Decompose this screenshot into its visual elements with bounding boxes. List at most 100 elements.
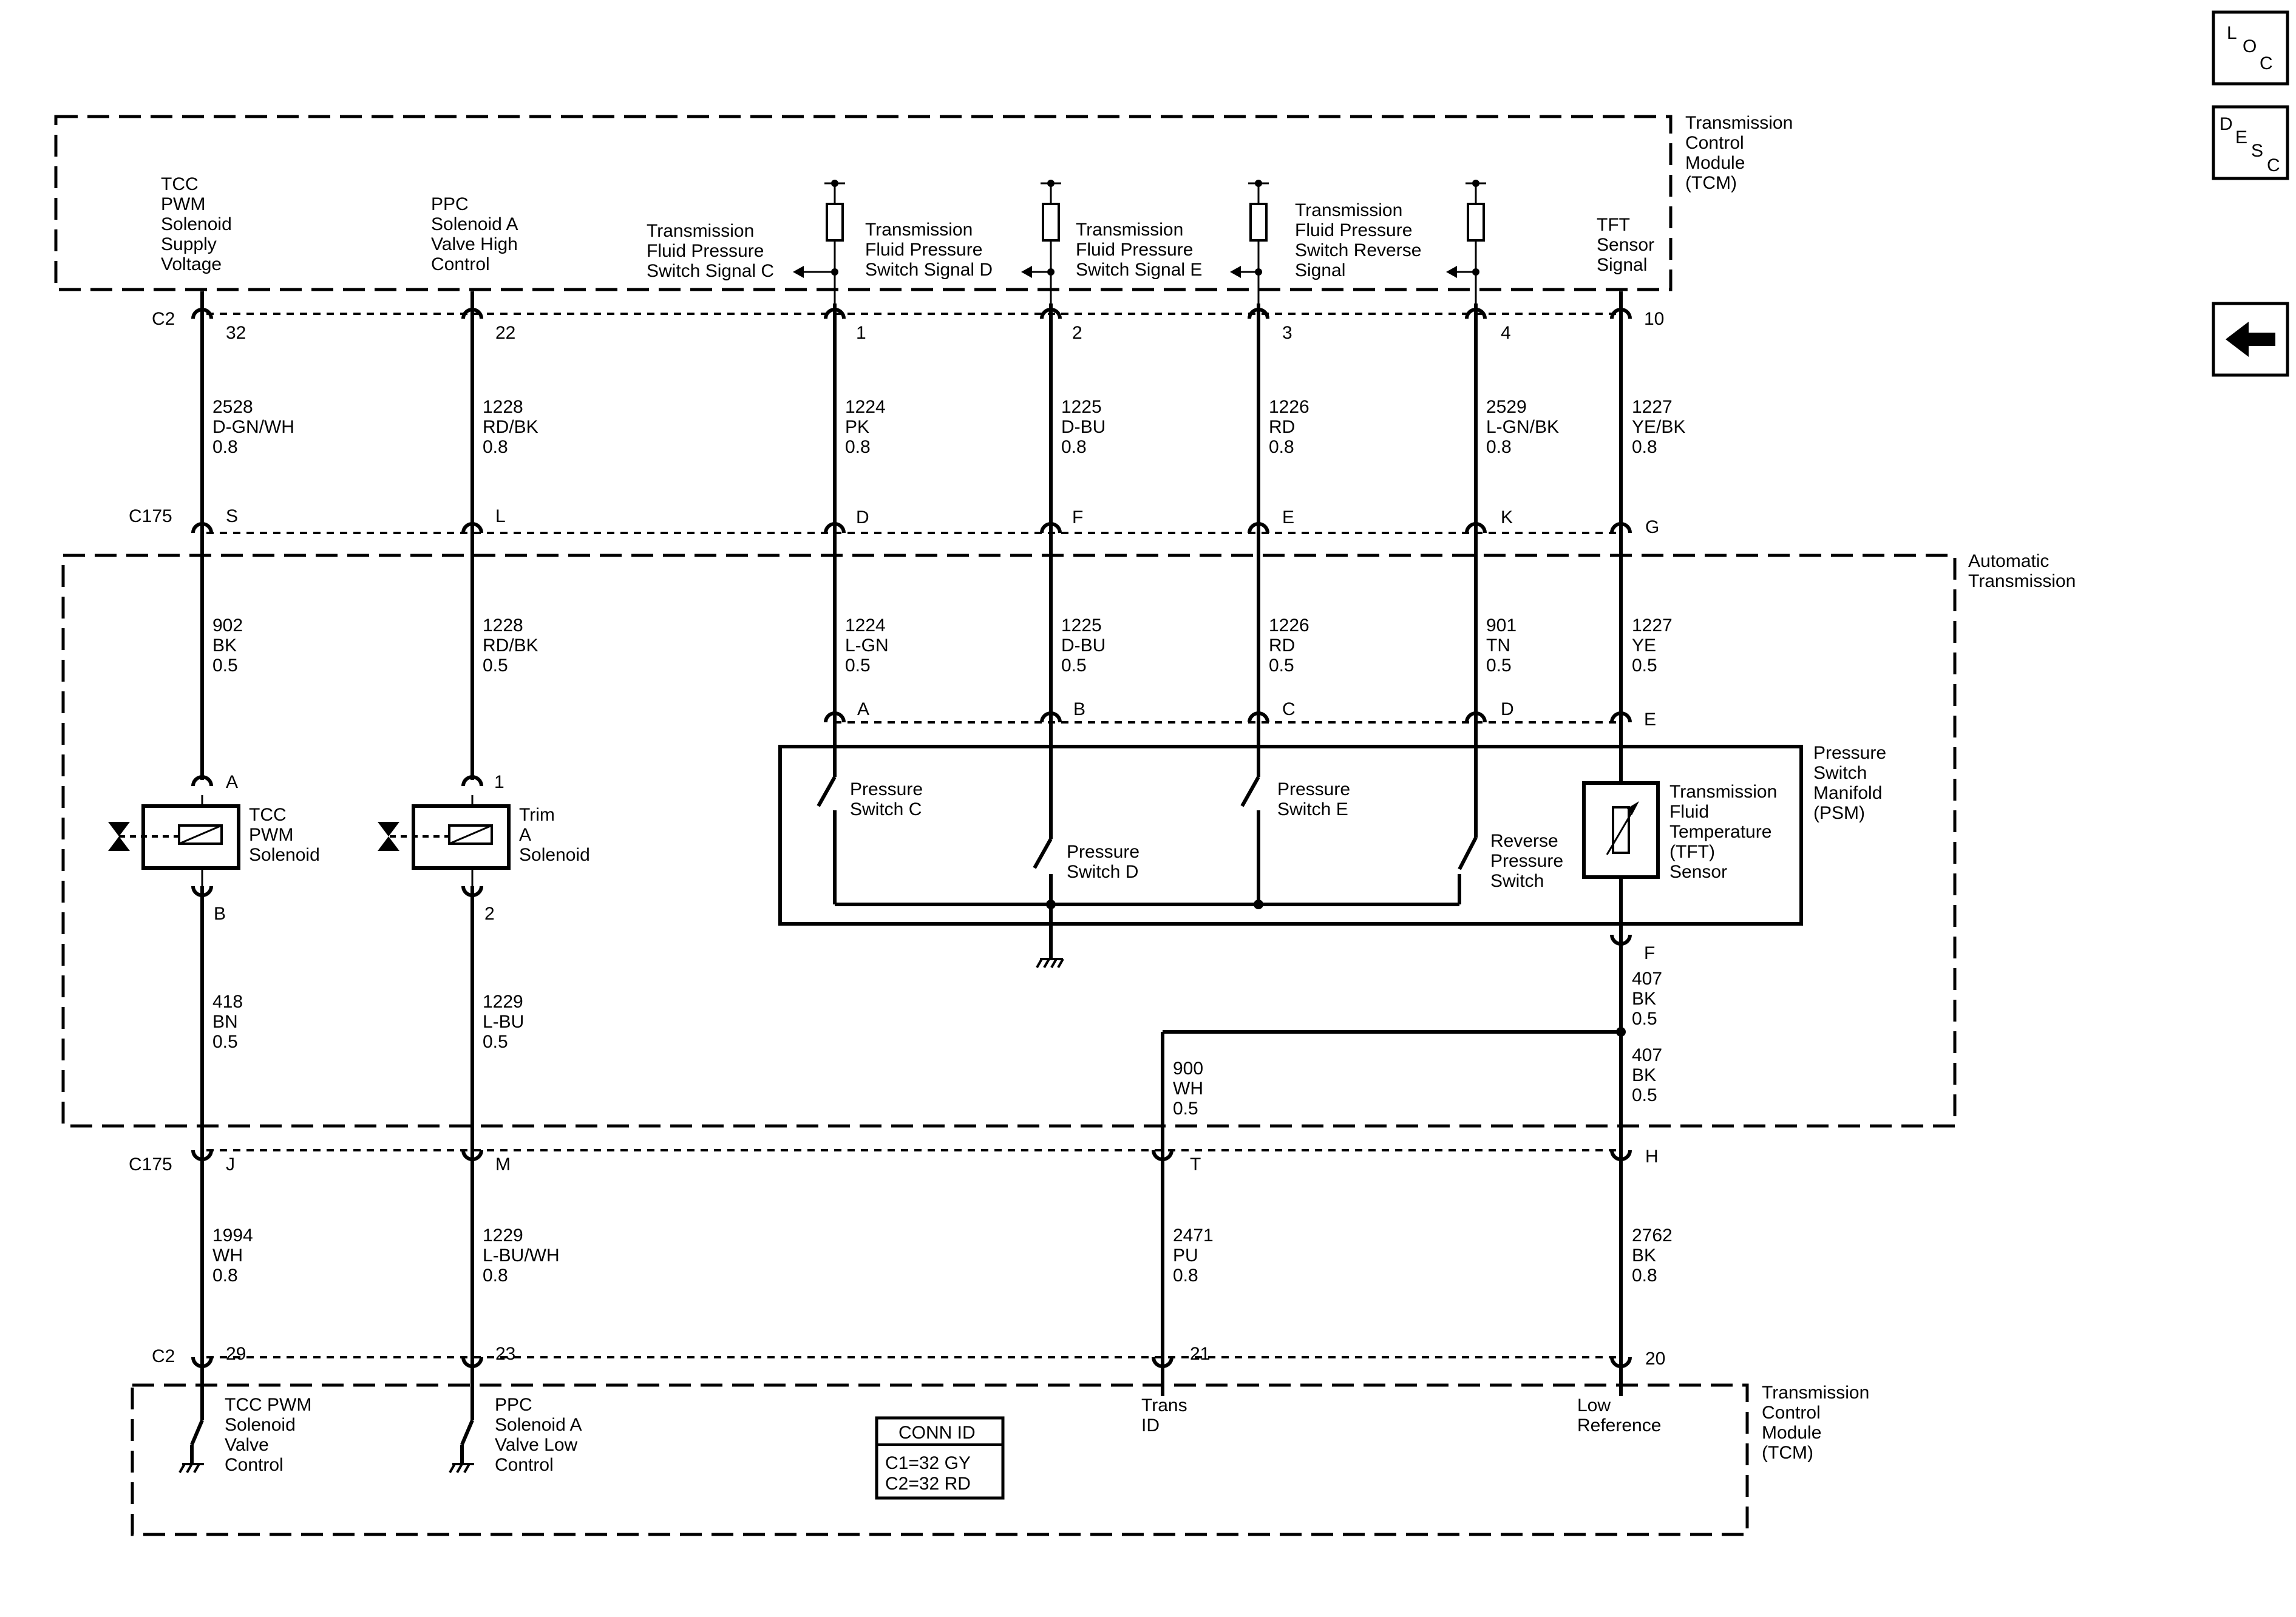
svg-text:BN: BN [212, 1012, 238, 1032]
back-button[interactable] [2212, 302, 2289, 377]
tcc-pwm-solenoid-label: TCC PWM Solenoid [249, 805, 320, 865]
svg-text:0.8: 0.8 [483, 1266, 508, 1286]
pressure-switch-c-signal-label: Transmission Fluid Pressure Switch Signa… [647, 221, 774, 281]
loc-button[interactable]: L O C [2212, 10, 2289, 86]
svg-text:1229: 1229 [483, 992, 523, 1012]
svg-text:29: 29 [226, 1344, 246, 1364]
svg-text:PWM: PWM [161, 194, 205, 214]
svg-text:C1=32 GY: C1=32 GY [885, 1453, 971, 1473]
svg-text:S: S [226, 506, 238, 526]
svg-text:O: O [2243, 36, 2257, 56]
svg-text:Solenoid: Solenoid [225, 1415, 296, 1435]
pressure-switch-d [1033, 747, 1053, 944]
svg-text:4: 4 [1501, 323, 1511, 343]
svg-text:G: G [1645, 517, 1659, 537]
c2-bottom-pins: 29 23 21 20 [226, 1344, 1665, 1369]
svg-text:Solenoid A: Solenoid A [431, 214, 518, 234]
svg-text:D-BU: D-BU [1061, 417, 1106, 437]
tcc-pwm-supply-label: TCC PWM Solenoid Supply Voltage [161, 174, 232, 274]
svg-text:901: 901 [1486, 615, 1517, 636]
svg-text:ID: ID [1141, 1415, 1160, 1436]
svg-text:C2=32 RD: C2=32 RD [885, 1474, 971, 1494]
trim-a-solenoid [378, 795, 511, 886]
svg-text:L-GN/BK: L-GN/BK [1486, 417, 1559, 437]
svg-text:1227: 1227 [1632, 615, 1673, 636]
svg-text:Solenoid A: Solenoid A [495, 1415, 582, 1435]
svg-text:Signal: Signal [1597, 255, 1647, 275]
ppc-low-side-driver [449, 1396, 474, 1473]
svg-text:T: T [1190, 1154, 1201, 1175]
c2-top-pins: 32 22 1 2 3 4 10 [226, 309, 1664, 343]
svg-text:0.5: 0.5 [1173, 1099, 1198, 1119]
svg-text:0.5: 0.5 [1269, 656, 1294, 676]
svg-text:RD: RD [1269, 417, 1295, 437]
svg-text:L: L [495, 506, 506, 526]
svg-text:TN: TN [1486, 636, 1510, 656]
tcm-bottom-signal-labels: TCC PWM Solenoid Valve Control PPC Solen… [225, 1395, 1661, 1475]
svg-text:Switch Signal C: Switch Signal C [647, 261, 774, 281]
svg-text:Control: Control [495, 1455, 554, 1475]
c2-bottom-connector: C2 [152, 1346, 175, 1366]
svg-text:0.8: 0.8 [483, 437, 508, 457]
tcm-top-label: Transmission Control Module (TCM) [1685, 113, 1793, 193]
svg-text:1224: 1224 [845, 615, 886, 636]
tcc-pwm-low-side-driver [178, 1396, 204, 1473]
svg-text:Fluid Pressure: Fluid Pressure [1295, 220, 1412, 240]
svg-text:K: K [1501, 507, 1513, 527]
svg-text:Automatic: Automatic [1968, 551, 2049, 571]
svg-text:E: E [1644, 710, 1656, 730]
svg-text:(PSM): (PSM) [1813, 803, 1865, 823]
svg-text:PPC: PPC [495, 1395, 532, 1415]
desc-button[interactable]: D E S C [2212, 105, 2289, 180]
svg-text:Sensor: Sensor [1597, 235, 1654, 255]
svg-text:22: 22 [495, 323, 515, 343]
pressure-switch-e-signal-label: Transmission Fluid Pressure Switch Signa… [1076, 220, 1202, 280]
svg-text:Switch Signal D: Switch Signal D [865, 260, 993, 280]
svg-text:Reverse: Reverse [1490, 831, 1558, 851]
svg-text:Transmission: Transmission [1076, 220, 1183, 240]
svg-text:Switch Reverse: Switch Reverse [1295, 240, 1421, 260]
svg-text:407: 407 [1632, 1045, 1662, 1065]
svg-text:Fluid Pressure: Fluid Pressure [865, 240, 982, 260]
svg-text:0.5: 0.5 [845, 656, 871, 676]
tft-sensor-label: Transmission Fluid Temperature (TFT) Sen… [1669, 782, 1777, 882]
svg-text:F: F [1644, 943, 1655, 963]
svg-text:Module: Module [1685, 153, 1745, 173]
svg-text:21: 21 [1190, 1344, 1210, 1364]
svg-text:1224: 1224 [845, 397, 886, 417]
svg-text:BK: BK [1632, 1065, 1656, 1085]
svg-text:Transmission: Transmission [1669, 782, 1777, 802]
svg-text:Valve: Valve [225, 1435, 269, 1455]
svg-text:C: C [2267, 155, 2280, 175]
svg-text:L-BU: L-BU [483, 1012, 524, 1032]
svg-text:Pressure: Pressure [1490, 851, 1563, 871]
svg-text:Temperature: Temperature [1669, 822, 1771, 842]
tcm-bottom-label: Transmission Control Module (TCM) [1762, 1383, 1869, 1463]
svg-text:1228: 1228 [483, 397, 523, 417]
svg-text:C: C [2260, 53, 2273, 73]
svg-text:F: F [1072, 507, 1083, 527]
svg-text:32: 32 [226, 323, 246, 343]
solenoid-pins: A B 1 2 [214, 772, 504, 924]
svg-text:Pressure: Pressure [1067, 842, 1140, 862]
svg-text:0.5: 0.5 [1632, 1009, 1657, 1029]
pullup-resistor-reverse [1446, 180, 1486, 303]
svg-text:0.5: 0.5 [212, 1032, 238, 1052]
svg-text:D: D [2220, 114, 2233, 134]
svg-text:2528: 2528 [212, 397, 253, 417]
svg-text:20: 20 [1645, 1349, 1665, 1369]
svg-text:RD/BK: RD/BK [483, 417, 538, 437]
svg-text:TCC: TCC [249, 805, 287, 825]
switch-common-bus [835, 900, 1459, 959]
svg-text:0.5: 0.5 [483, 656, 508, 676]
svg-text:Control: Control [225, 1455, 284, 1475]
c2-top-connector: C2 [152, 309, 175, 329]
svg-text:Solenoid: Solenoid [519, 845, 590, 865]
svg-text:L: L [2227, 23, 2237, 43]
c175-top-connector: C175 [129, 506, 172, 526]
svg-text:Supply: Supply [161, 234, 217, 254]
